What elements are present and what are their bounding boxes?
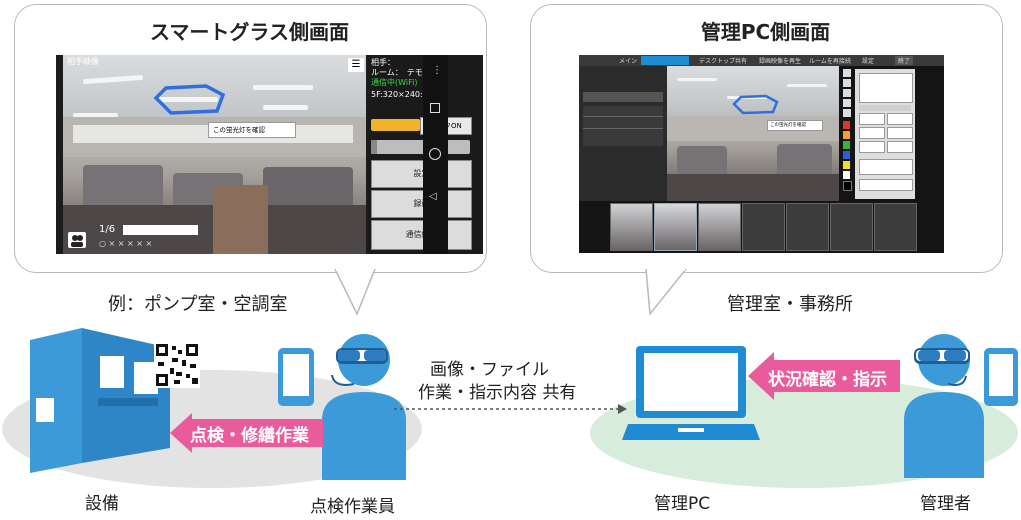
pc-tab-main[interactable]: メイン [619,58,638,65]
color-green-swatch[interactable] [843,141,850,149]
management-pc-screen: メイン デスクトップ共有 録画映像を再生 ルームを再接続 設定 終了 この蛍光灯… [579,55,944,253]
pc-tool-column [841,69,853,191]
right-bubble-title: 管理PC側画面 [700,20,831,44]
pc-annotation-label: この蛍光灯を確認 [767,120,823,131]
pc-thumbnail-7[interactable] [874,203,917,251]
color-blue-swatch[interactable] [843,151,850,159]
pc-tab-active[interactable] [641,56,689,65]
pc-thumbnail-6[interactable] [830,203,873,251]
camera-feed: この蛍光灯を確認 相手映像 1/6 ○ × × × × × [63,55,366,254]
equipment-building-icon [30,328,170,473]
annotation-circle [153,84,226,115]
end-call-button[interactable]: 通信終了 [371,220,472,250]
annotation-label: この蛍光灯を確認 [208,122,296,138]
pc-tab-settings[interactable]: 設定 [862,58,875,65]
back-icon[interactable]: ◁ [429,191,437,202]
pc-control-panel [855,69,915,199]
zoom-slider[interactable] [371,140,470,154]
manager-caption: 管理者 [920,494,971,514]
smartglass-screen: この蛍光灯を確認 相手映像 1/6 ○ × × × × × 相手： ルーム： テ… [56,55,483,254]
pc-menu-bar: メイン デスクトップ共有 録画映像を再生 ルームを再接続 設定 終了 [579,55,944,66]
right-instruction-arrow-label: 状況確認・指示 [768,370,887,390]
right-bubble-tail [645,268,687,316]
pc-thumbnail-4[interactable] [742,203,785,251]
pc-tab-desktop[interactable]: デスクトップ共有 [699,58,748,65]
zoom-slider-handle[interactable] [371,140,377,154]
right-location-label: 管理室・事務所 [727,294,853,315]
left-work-arrow-label: 点検・修繕作業 [190,426,309,446]
manager-person-icon [904,334,1018,478]
pc-annotation-circle [732,94,779,115]
info-line-3: 通信中(WiFi) [371,78,418,87]
left-work-arrow [170,413,323,453]
pc-thumbnail-5[interactable] [786,203,829,251]
info-line-1: 相手： [371,58,395,67]
color-white-swatch[interactable] [843,171,850,179]
equipment-caption: 設備 [85,494,119,514]
share-dotted-arrow [394,404,627,414]
right-instruction-arrow [748,352,900,400]
overflow-menu-icon[interactable]: ⋮ [432,65,442,76]
pc-thumbnail-3[interactable] [698,203,741,251]
pc-main-video: この蛍光灯を確認 [667,66,839,201]
pc-tab-reconnect[interactable]: ルームを再接続 [809,58,851,65]
record-button[interactable]: 録画 [371,190,472,218]
pc-tab-playback[interactable]: 録画映像を再生 [759,58,802,65]
page-counter: 1/6 [99,224,116,235]
participants-icon[interactable] [68,232,86,248]
stars-indicator: ○ × × × × × [99,239,153,248]
color-black-swatch[interactable] [843,181,852,191]
pc-caption: 管理PC [654,494,711,514]
color-yellow-swatch[interactable] [843,161,850,169]
share-text-line-1: 画像・ファイル [430,360,549,380]
pc-user-panel [579,66,667,201]
progress-bar [123,225,198,235]
info-line-4: 5F:320×240:高画質 [371,90,447,99]
info-line-2: ルーム： テモ環境 [371,68,439,77]
android-nav-bar: ⋮ ◁ [423,55,448,254]
home-icon[interactable] [429,148,441,160]
settings-button[interactable]: 設定 [371,160,472,188]
top-label: 相手映像 [67,57,99,66]
menu-toggle-icon[interactable]: ☰ [348,58,364,72]
pc-tab-exit[interactable]: 終了 [895,56,914,65]
recent-apps-icon[interactable] [430,103,440,113]
pc-thumbnail-1[interactable] [610,203,653,251]
worker-caption: 点検作業員 [310,497,395,517]
worker-person-icon [278,334,406,480]
left-bubble-title: スマートグラス側画面 [150,20,349,44]
color-red-swatch[interactable] [843,121,850,129]
management-pc-icon [622,346,760,440]
left-location-label: 例：ポンプ室・空調室 [108,294,288,315]
color-orange-swatch[interactable] [843,131,850,139]
left-bubble-tail [334,268,376,316]
qr-code-icon [154,342,200,388]
pc-thumbnail-2[interactable] [654,203,697,251]
share-text-line-2: 作業・指示内容 共有 [418,383,577,403]
volume-slider[interactable] [371,119,420,131]
